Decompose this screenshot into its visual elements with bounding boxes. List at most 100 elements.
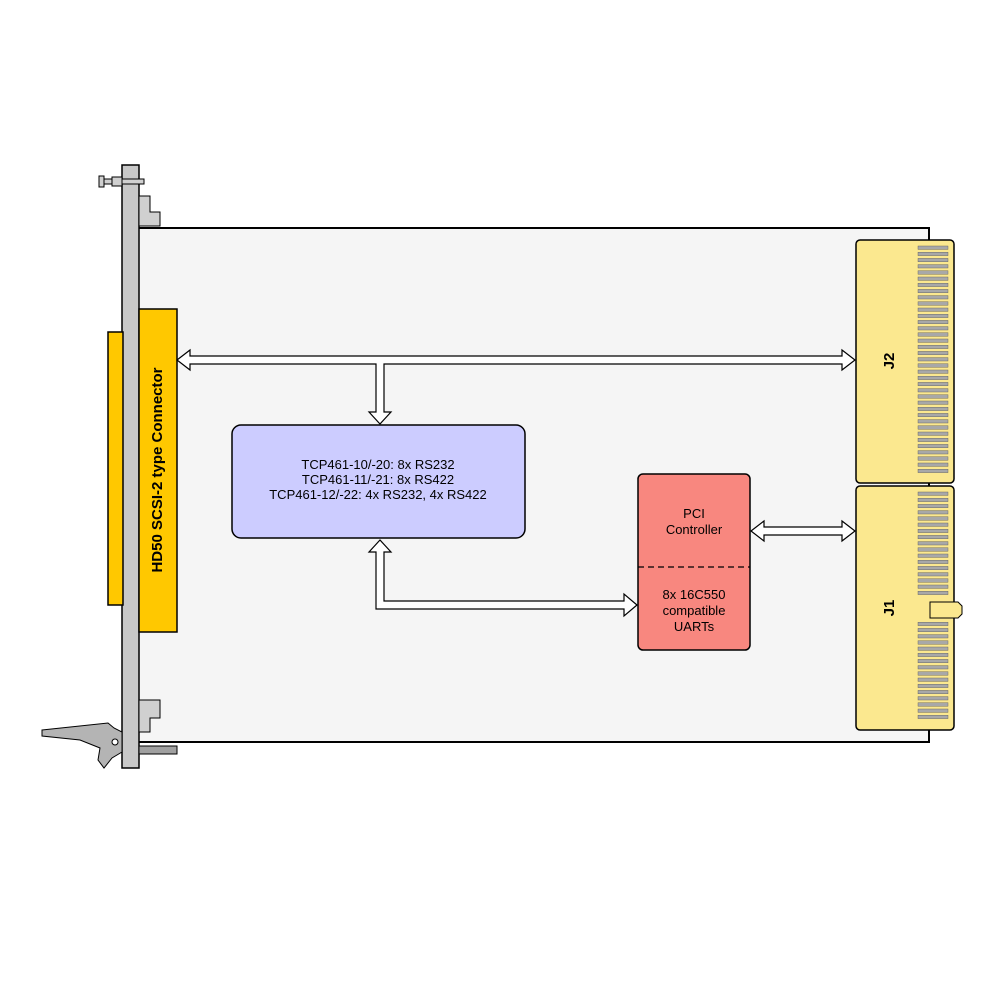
front-panel-plate	[121, 164, 140, 769]
front-connector-body	[138, 308, 178, 633]
connector-pin	[917, 283, 949, 287]
front-connector: HD50 SCSI-2 type Connector	[107, 308, 178, 633]
bus-arrow-variants-uart	[367, 539, 638, 618]
connector-pin	[917, 413, 949, 417]
connector-pin	[917, 264, 949, 269]
ejector-rail	[138, 745, 178, 755]
pci-controller-line-1: PCI	[683, 506, 705, 521]
connector-pin	[917, 345, 949, 349]
variants-line-1: TCP461-10/-20: 8x RS232	[301, 457, 454, 472]
connector-pin	[917, 690, 949, 695]
connector-pin	[917, 394, 949, 399]
connector-pin	[917, 535, 949, 540]
connector-pin	[917, 295, 949, 300]
connector-pin	[917, 684, 949, 688]
connector-pin	[917, 553, 949, 558]
j2-label: J2	[881, 353, 898, 370]
connector-pin	[917, 541, 949, 546]
connector-pin	[917, 419, 949, 424]
connector-pin	[917, 653, 949, 657]
connector-pin	[917, 516, 949, 521]
variants-line-3: TCP461-12/-22: 4x RS232, 4x RS422	[269, 487, 487, 502]
connector-pin	[917, 245, 949, 250]
variants-line-2: TCP461-11/-21: 8x RS422	[302, 472, 454, 487]
connector-pin	[917, 289, 949, 293]
pci-controller-line-2: Controller	[666, 522, 723, 537]
connector-pin	[917, 504, 949, 508]
variants-box: TCP461-10/-20: 8x RS232 TCP461-11/-21: 8…	[231, 424, 526, 539]
connector-pin	[917, 640, 949, 645]
connector-pin	[917, 382, 949, 386]
connector-pin	[917, 400, 949, 405]
bus-arrow-front-j2-variants	[176, 348, 856, 425]
connector-pin	[917, 258, 949, 262]
uart-line-2: compatible	[663, 603, 726, 618]
connector-pin	[917, 425, 949, 430]
connector-pin	[917, 357, 949, 362]
connector-pin	[917, 665, 949, 670]
connector-pin	[917, 671, 949, 676]
connector-pin	[917, 314, 949, 318]
variants-box-rect	[231, 424, 526, 539]
connector-pin	[917, 276, 949, 281]
bus-arrows	[176, 348, 856, 618]
connector-pin	[917, 431, 949, 436]
connector-pin	[917, 708, 949, 713]
j1-label: J1	[881, 600, 898, 617]
bottom-bracket	[138, 699, 161, 733]
connector-pin	[917, 363, 949, 368]
front-connector-label: HD50 SCSI-2 type Connector	[149, 367, 166, 572]
connector-pin	[917, 491, 949, 496]
connector-pin	[917, 634, 949, 639]
connector-pin	[917, 498, 949, 502]
ejector-pivot	[111, 738, 119, 746]
connector-pin	[917, 702, 949, 707]
front-connector-flange	[107, 331, 124, 606]
connector-pin	[917, 622, 949, 626]
uart-line-1: 8x 16C550	[663, 587, 726, 602]
connector-pin	[917, 338, 949, 343]
pci-uart-rect	[637, 473, 751, 651]
connector-pin	[917, 369, 949, 374]
j1-coding-key	[929, 601, 963, 619]
connector-pin	[917, 469, 949, 473]
connector-pin	[917, 307, 949, 312]
connector-pin	[917, 301, 949, 306]
connector-pin	[917, 628, 949, 633]
connector-pin	[917, 646, 949, 651]
connector-pin	[917, 456, 949, 461]
connector-pin	[917, 462, 949, 467]
connector-pin	[917, 438, 949, 442]
connector-pin	[917, 529, 949, 533]
j1-pins	[917, 491, 949, 719]
connector-pin	[917, 547, 949, 552]
connector-pin	[917, 407, 949, 411]
connector-pin	[917, 251, 949, 256]
top-bracket	[138, 195, 161, 227]
j1-connector: J1	[855, 485, 963, 731]
ejector-handle	[41, 722, 123, 769]
bus-arrow-pci-j1	[750, 519, 856, 543]
connector-pin	[917, 376, 949, 380]
j2-pins	[917, 245, 949, 473]
connector-pin	[917, 320, 949, 324]
connector-pin	[917, 566, 949, 571]
connector-pin	[917, 591, 949, 595]
connector-pin	[917, 696, 949, 701]
connector-pin	[917, 659, 949, 664]
connector-pin	[917, 444, 949, 448]
pci-uart-block: PCI Controller 8x 16C550 compatible UART…	[637, 473, 751, 651]
connector-pin	[917, 388, 949, 393]
connector-pin	[917, 584, 949, 589]
connector-pin	[917, 326, 949, 331]
connector-pin	[917, 332, 949, 337]
top-screw-shaft	[103, 178, 145, 185]
connector-pin	[917, 578, 949, 583]
j2-connector: J2	[855, 239, 955, 484]
connector-pin	[917, 560, 949, 564]
connector-pin	[917, 677, 949, 682]
connector-pin	[917, 715, 949, 719]
connector-pin	[917, 450, 949, 455]
front-panel	[41, 164, 178, 769]
